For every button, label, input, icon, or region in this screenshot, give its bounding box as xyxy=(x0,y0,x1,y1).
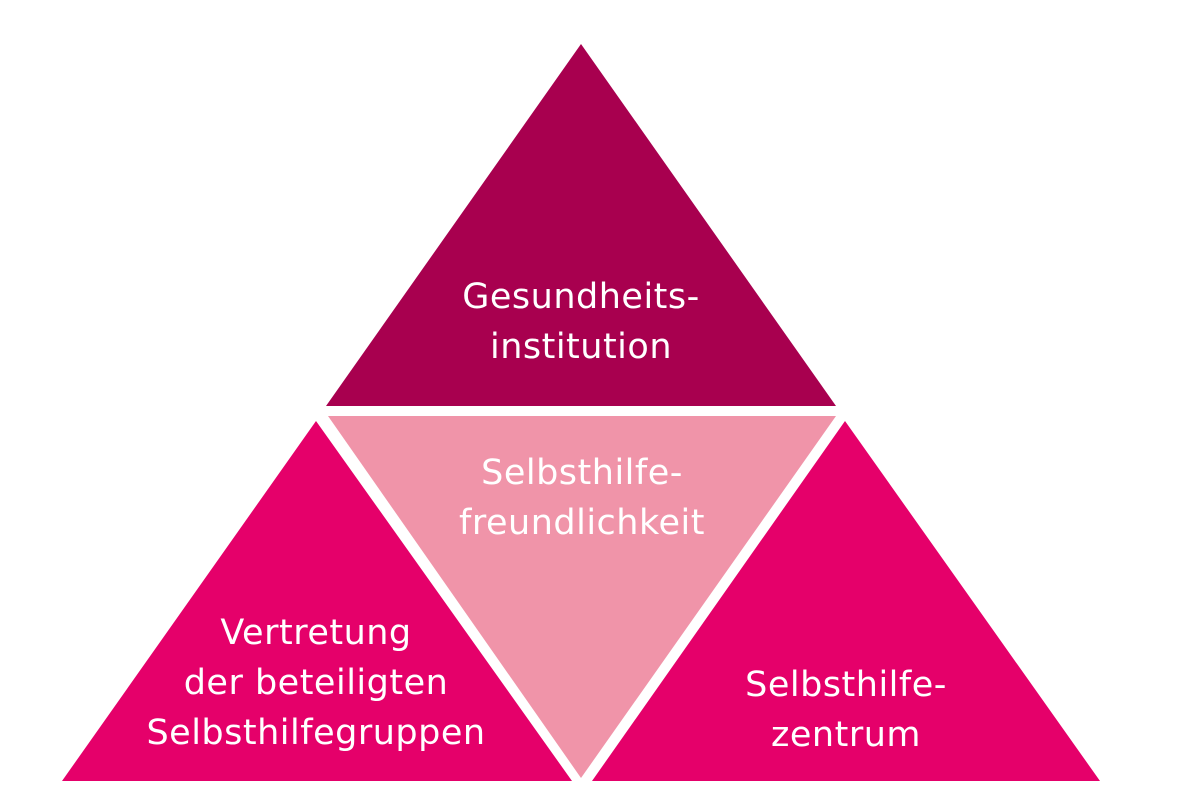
label-line: institution xyxy=(489,327,673,367)
label-line: Gesundheits- xyxy=(462,277,700,317)
label-vertretung: Vertretung der beteiligten Selbsthilfegr… xyxy=(146,608,485,758)
label-line: Selbsthilfegruppen xyxy=(146,713,486,753)
label-line: Selbsthilfe- xyxy=(745,665,947,705)
triangle-selbsthilfezentrum xyxy=(592,421,1100,781)
label-line: zentrum xyxy=(771,715,921,755)
triangle-selbsthilfefreundlichkeit xyxy=(328,416,836,778)
label-line: Vertretung xyxy=(220,613,412,653)
label-line: freundlichkeit xyxy=(459,503,705,543)
triangle-gesundheitsinstitution xyxy=(326,44,836,406)
label-gesundheitsinstitution: Gesundheits- institution xyxy=(462,272,700,372)
label-selbsthilfefreundlichkeit: Selbsthilfe- freundlichkeit xyxy=(459,448,705,548)
label-line: Selbsthilfe- xyxy=(481,453,683,493)
label-line: der beteiligten xyxy=(183,663,449,703)
triangle-vertretung-selbsthilfegruppen xyxy=(62,421,572,781)
label-selbsthilfezentrum: Selbsthilfe- zentrum xyxy=(745,660,947,760)
